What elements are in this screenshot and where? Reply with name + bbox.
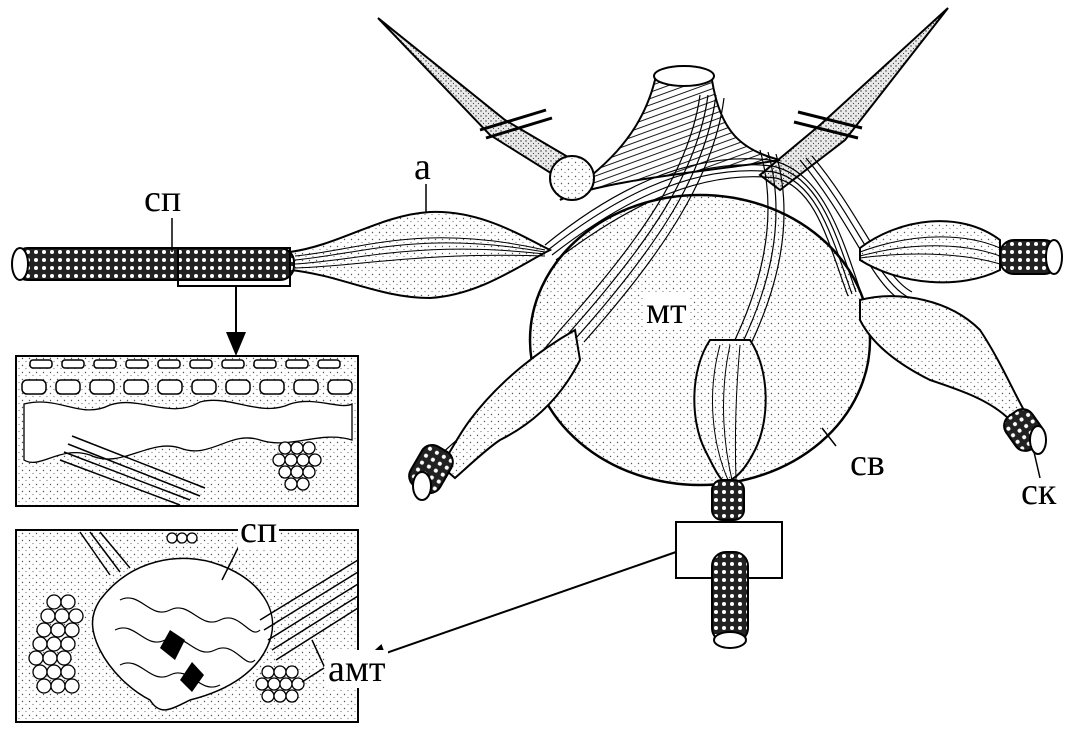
label-a: а bbox=[414, 148, 431, 186]
label-sv: св bbox=[850, 444, 885, 482]
label-sp-top: сп bbox=[142, 180, 183, 218]
lower-inset-panel bbox=[16, 530, 358, 722]
upper-inset-panel bbox=[16, 356, 358, 506]
label-amt: амт bbox=[326, 650, 388, 688]
upper-right-process bbox=[760, 8, 948, 190]
left-axon bbox=[12, 184, 550, 352]
label-sk: ск bbox=[1021, 473, 1056, 511]
right-lower-axon bbox=[860, 296, 1049, 478]
label-sp-bottom: сп bbox=[238, 511, 279, 549]
label-mt: мт bbox=[644, 292, 689, 330]
right-upper-axon bbox=[860, 221, 1062, 282]
